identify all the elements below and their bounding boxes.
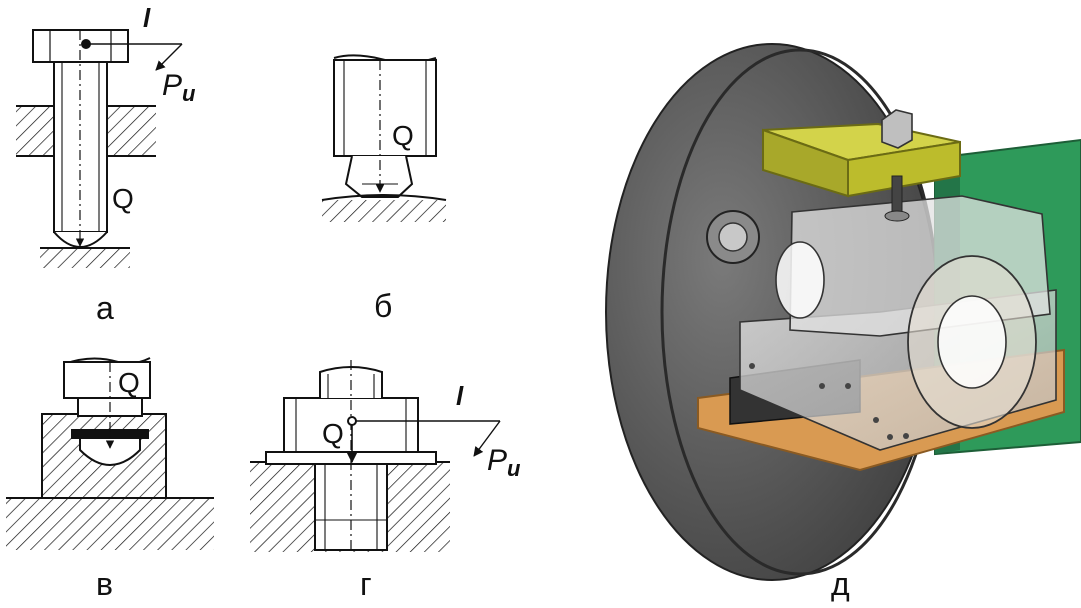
label-q-g: Q [322, 418, 344, 449]
force-point-g [347, 416, 357, 426]
diagram-d-render [605, 43, 1081, 581]
diagram-v [6, 357, 214, 550]
label-p-g: Pu [487, 444, 521, 481]
label-l-a: l [143, 3, 151, 33]
caption-a: а [96, 290, 114, 326]
caption-b: б [374, 288, 393, 324]
label-q-a: Q [112, 183, 134, 214]
label-l-g: l [456, 381, 464, 411]
label-p-a: Pu [162, 69, 196, 106]
piston-tip [344, 155, 414, 198]
caption-v: в [96, 566, 113, 602]
main-bore [937, 295, 1007, 389]
clamp-screw-head [881, 109, 913, 149]
label-q-v: Q [118, 367, 140, 398]
clamp-screw [891, 175, 903, 215]
caption-d: д [831, 566, 850, 602]
hatched-base-v [6, 498, 214, 550]
diagram-b [321, 54, 447, 222]
hatched-surface-b [322, 200, 446, 222]
label-q-b: Q [392, 120, 414, 151]
force-p-arrow-g [473, 420, 501, 457]
hatched-support [40, 248, 130, 268]
yellow-clamp [847, 140, 961, 198]
diagram-a [16, 29, 183, 268]
force-p-arrow [155, 43, 183, 71]
pad-holder [63, 361, 151, 399]
left-bore [775, 241, 825, 319]
caption-g: г [360, 566, 372, 602]
piston-body [333, 59, 437, 157]
diagram-g [250, 360, 501, 552]
